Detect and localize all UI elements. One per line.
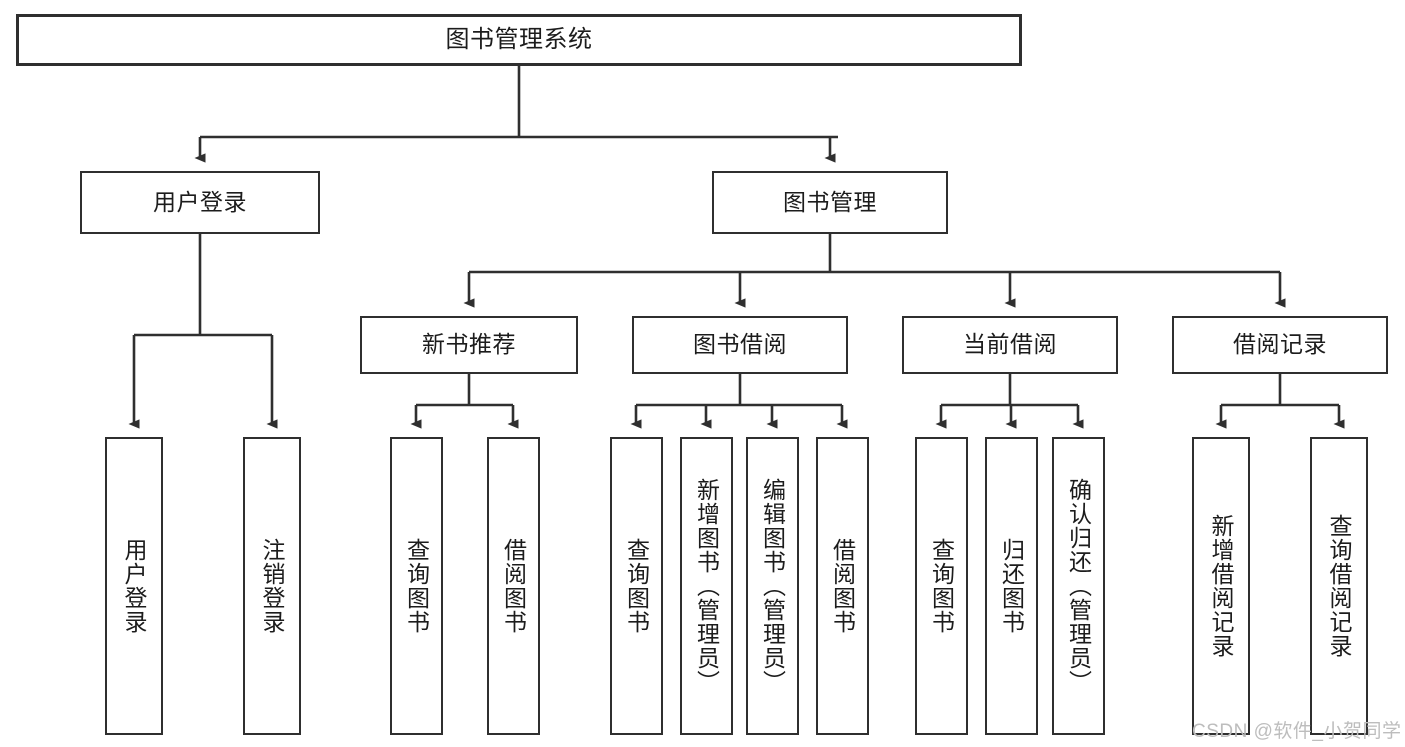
node-user-login[interactable]: 用户登录 [80, 171, 320, 234]
node-leaf-query-record-label: 查询借阅记录 [1326, 514, 1353, 658]
node-leaf-query-book-1[interactable]: 查询图书 [390, 437, 443, 735]
node-leaf-query-book-1-label: 查询图书 [403, 538, 430, 634]
node-leaf-confirm-return[interactable]: 确认归还（管理员） [1052, 437, 1105, 735]
node-leaf-query-record[interactable]: 查询借阅记录 [1310, 437, 1368, 735]
watermark-text: CSDN @软件_小贺同学 [1192, 721, 1402, 742]
node-user-login-label: 用户登录 [153, 188, 247, 215]
node-leaf-user-logout[interactable]: 注销登录 [243, 437, 301, 735]
node-book-borrow-label: 图书借阅 [693, 331, 787, 358]
node-leaf-user-login[interactable]: 用户登录 [105, 437, 163, 735]
node-leaf-borrow-book-1-label: 借阅图书 [500, 538, 527, 634]
node-leaf-user-login-label: 用户登录 [121, 538, 148, 634]
node-leaf-add-record-label: 新增借阅记录 [1208, 514, 1235, 658]
node-current-borrow[interactable]: 当前借阅 [902, 316, 1118, 374]
node-book-manage-label: 图书管理 [783, 188, 877, 215]
node-leaf-borrow-book-2-label: 借阅图书 [829, 538, 856, 634]
node-leaf-user-logout-label: 注销登录 [259, 538, 286, 634]
node-leaf-confirm-return-label: 确认归还（管理员） [1065, 478, 1092, 694]
node-leaf-query-book-2-label: 查询图书 [623, 538, 650, 634]
node-new-book-recommend[interactable]: 新书推荐 [360, 316, 578, 374]
node-book-borrow[interactable]: 图书借阅 [632, 316, 848, 374]
node-leaf-return-book-label: 归还图书 [998, 538, 1025, 634]
node-leaf-add-book[interactable]: 新增图书（管理员） [680, 437, 733, 735]
node-leaf-edit-book[interactable]: 编辑图书（管理员） [746, 437, 799, 735]
node-new-book-recommend-label: 新书推荐 [422, 331, 516, 358]
node-leaf-borrow-book-1[interactable]: 借阅图书 [487, 437, 540, 735]
node-leaf-add-book-label: 新增图书（管理员） [693, 478, 720, 694]
node-leaf-return-book[interactable]: 归还图书 [985, 437, 1038, 735]
node-root[interactable]: 图书管理系统 [16, 14, 1022, 66]
node-leaf-edit-book-label: 编辑图书（管理员） [759, 478, 786, 694]
node-leaf-add-record[interactable]: 新增借阅记录 [1192, 437, 1250, 735]
node-root-label: 图书管理系统 [445, 25, 593, 53]
node-leaf-query-book-3[interactable]: 查询图书 [915, 437, 968, 735]
node-leaf-query-book-2[interactable]: 查询图书 [610, 437, 663, 735]
node-leaf-query-book-3-label: 查询图书 [928, 538, 955, 634]
node-leaf-borrow-book-2[interactable]: 借阅图书 [816, 437, 869, 735]
node-borrow-record-label: 借阅记录 [1233, 331, 1327, 358]
node-borrow-record[interactable]: 借阅记录 [1172, 316, 1388, 374]
node-book-manage[interactable]: 图书管理 [712, 171, 948, 234]
node-current-borrow-label: 当前借阅 [963, 331, 1057, 358]
